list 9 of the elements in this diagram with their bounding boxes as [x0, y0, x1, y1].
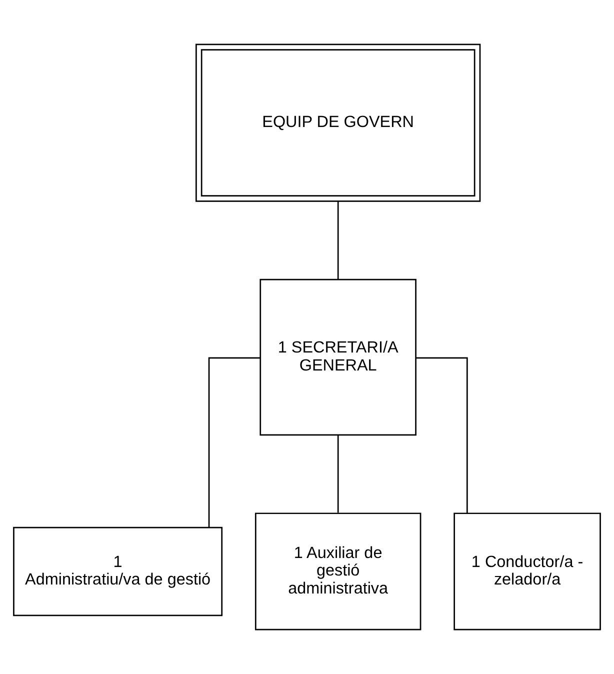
connector	[337, 202, 339, 280]
node-box: 1 SECRETARI/A GENERAL	[260, 278, 416, 436]
connector	[416, 357, 468, 514]
node-box: 1 Conductor/a - zelador/a	[454, 512, 601, 630]
node-box: EQUIP DE GOVERN	[196, 44, 481, 202]
node-box: 1 Administratiu/va de gestió	[13, 526, 223, 616]
connector	[337, 435, 339, 513]
node-box: 1 Auxiliar de gestió administrativa	[254, 512, 422, 630]
connector	[208, 357, 260, 528]
